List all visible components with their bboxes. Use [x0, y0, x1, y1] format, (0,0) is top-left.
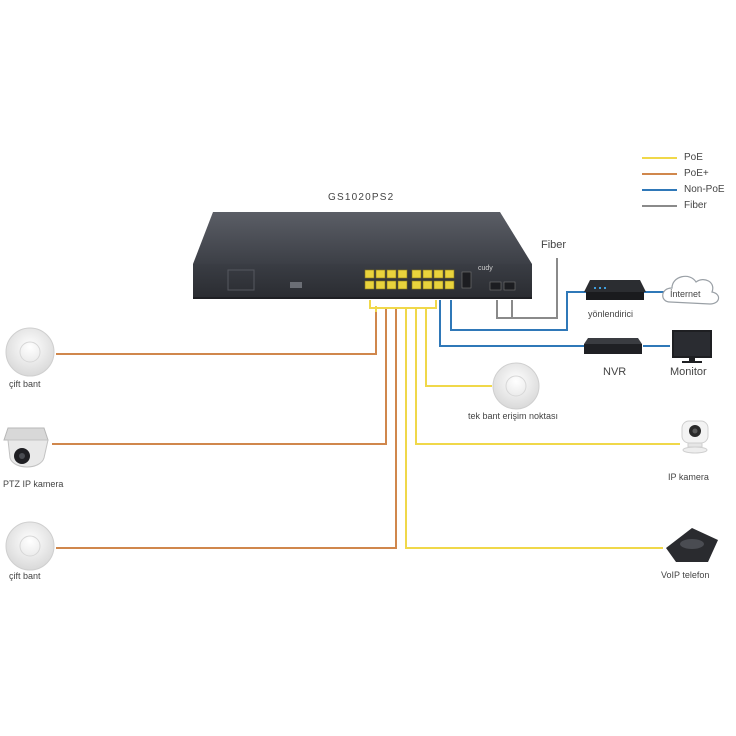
dual-band-top-label: çift bant [9, 379, 41, 389]
ip-camera-device [681, 420, 709, 454]
monitor-device [672, 330, 712, 363]
cable-voip [405, 308, 663, 549]
fiber-label: Fiber [541, 239, 567, 251]
poe-bracket [369, 300, 437, 309]
poe-ports [364, 269, 455, 290]
switch-device [193, 212, 532, 299]
cable-router [450, 291, 587, 331]
nvr-device [584, 338, 642, 354]
monitor-label: Monitor [670, 366, 707, 378]
legend-label-poe: PoE [684, 152, 703, 163]
router-device [584, 280, 646, 300]
legend-label-poe-plus: PoE+ [684, 168, 709, 179]
cable-ip-camera [415, 308, 680, 445]
router-label: yönlendirici [588, 309, 634, 319]
cable-ptz-camera [52, 308, 387, 445]
cloud-shape [662, 275, 720, 305]
voip-phone-device [666, 528, 718, 562]
switch-brand-label: cudy [478, 265, 493, 272]
dual-band-ap-bottom-device [5, 521, 55, 571]
internet-label: İnternet [670, 289, 701, 299]
cable-dual-band-top [56, 308, 377, 355]
legend-label-fiber: Fiber [684, 200, 707, 211]
cable-single-ap [425, 308, 492, 387]
single-band-ap-label: tek bant erişim noktası [468, 411, 559, 421]
switch-model-label: GS1020PS2 [328, 192, 395, 203]
ptz-camera-label: PTZ IP kamera [3, 479, 64, 489]
cable-nvr [439, 300, 585, 347]
cable-dual-band-bottom [56, 308, 397, 549]
voip-label: VoIP telefon [661, 570, 710, 580]
dual-band-ap-top-device [5, 327, 55, 377]
legend-label-non-poe: Non-PoE [684, 184, 725, 195]
nvr-label: NVR [603, 366, 627, 378]
cable-fiber [496, 258, 558, 319]
ptz-camera-device [3, 427, 49, 468]
legend-lines [642, 157, 677, 207]
dual-band-bottom-label: çift bant [9, 571, 41, 581]
cables [52, 258, 680, 549]
ip-camera-label: IP kamera [668, 472, 709, 482]
single-band-ap-device [492, 362, 540, 410]
